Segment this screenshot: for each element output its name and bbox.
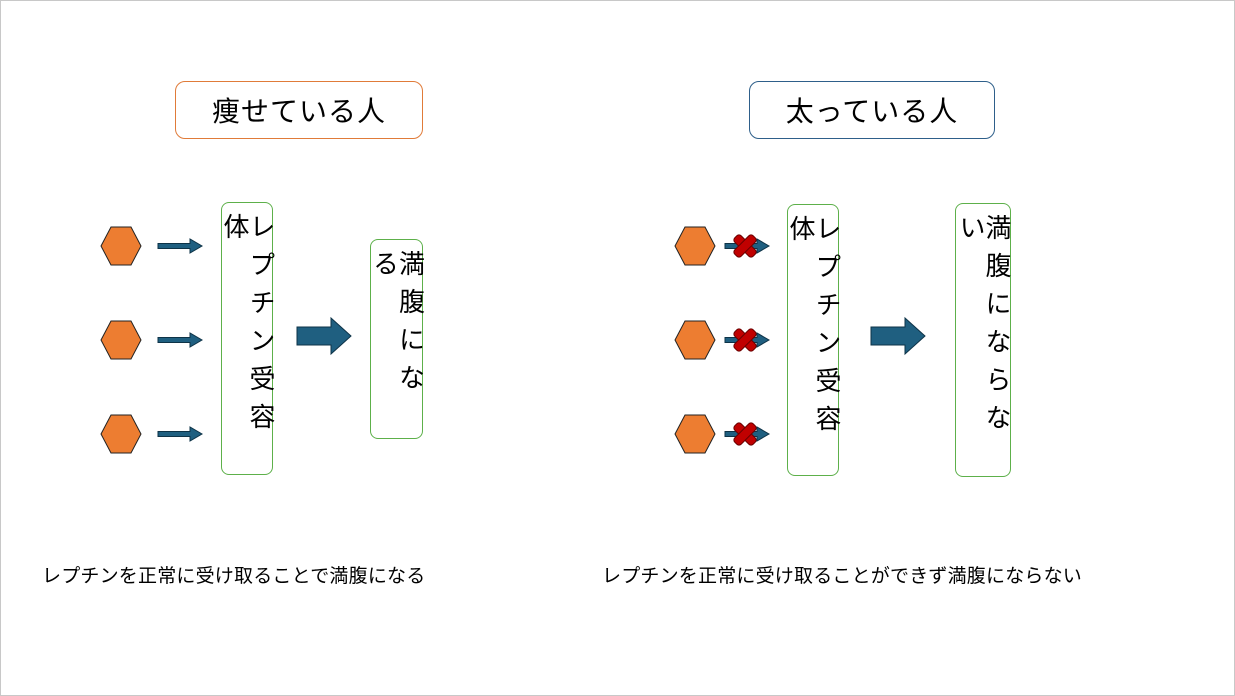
leptin-hexagon-icon bbox=[100, 226, 142, 266]
leptin-receptor-box-left: レプチン受容体 bbox=[219, 202, 275, 475]
thin-person-caption: レプチンを正常に受け取ることで満腹になる bbox=[42, 565, 426, 587]
arrow-right-icon bbox=[870, 317, 926, 355]
leptin-hexagon-icon bbox=[100, 320, 142, 360]
thin-person-title: 痩せている人 bbox=[211, 95, 386, 128]
thin-person-title-box: 痩せている人 bbox=[175, 81, 423, 139]
arrow-right-icon bbox=[157, 332, 203, 348]
satiety-result-label-right: 満腹にならない bbox=[955, 214, 1011, 442]
arrow-right-icon bbox=[296, 317, 352, 355]
leptin-receptor-label-right: レプチン受容体 bbox=[785, 215, 841, 443]
leptin-hexagon-icon bbox=[674, 320, 716, 360]
satiety-result-box-left: 満腹になる bbox=[368, 239, 425, 439]
leptin-receptor-box-right: レプチン受容体 bbox=[785, 204, 841, 476]
obese-person-title: 太っている人 bbox=[785, 95, 959, 128]
satiety-result-label-left: 満腹になる bbox=[368, 250, 425, 402]
obese-person-caption: レプチンを正常に受け取ることができず満腹にならない bbox=[602, 565, 1083, 587]
leptin-hexagon-icon bbox=[674, 414, 716, 454]
obese-person-title-box: 太っている人 bbox=[749, 81, 995, 139]
arrow-right-icon bbox=[157, 426, 203, 442]
arrow-right-icon bbox=[157, 238, 203, 254]
leptin-hexagon-icon bbox=[674, 226, 716, 266]
leptin-hexagon-icon bbox=[100, 414, 142, 454]
leptin-receptor-label-left: レプチン受容体 bbox=[219, 213, 275, 441]
satiety-result-box-right: 満腹にならない bbox=[955, 203, 1011, 477]
